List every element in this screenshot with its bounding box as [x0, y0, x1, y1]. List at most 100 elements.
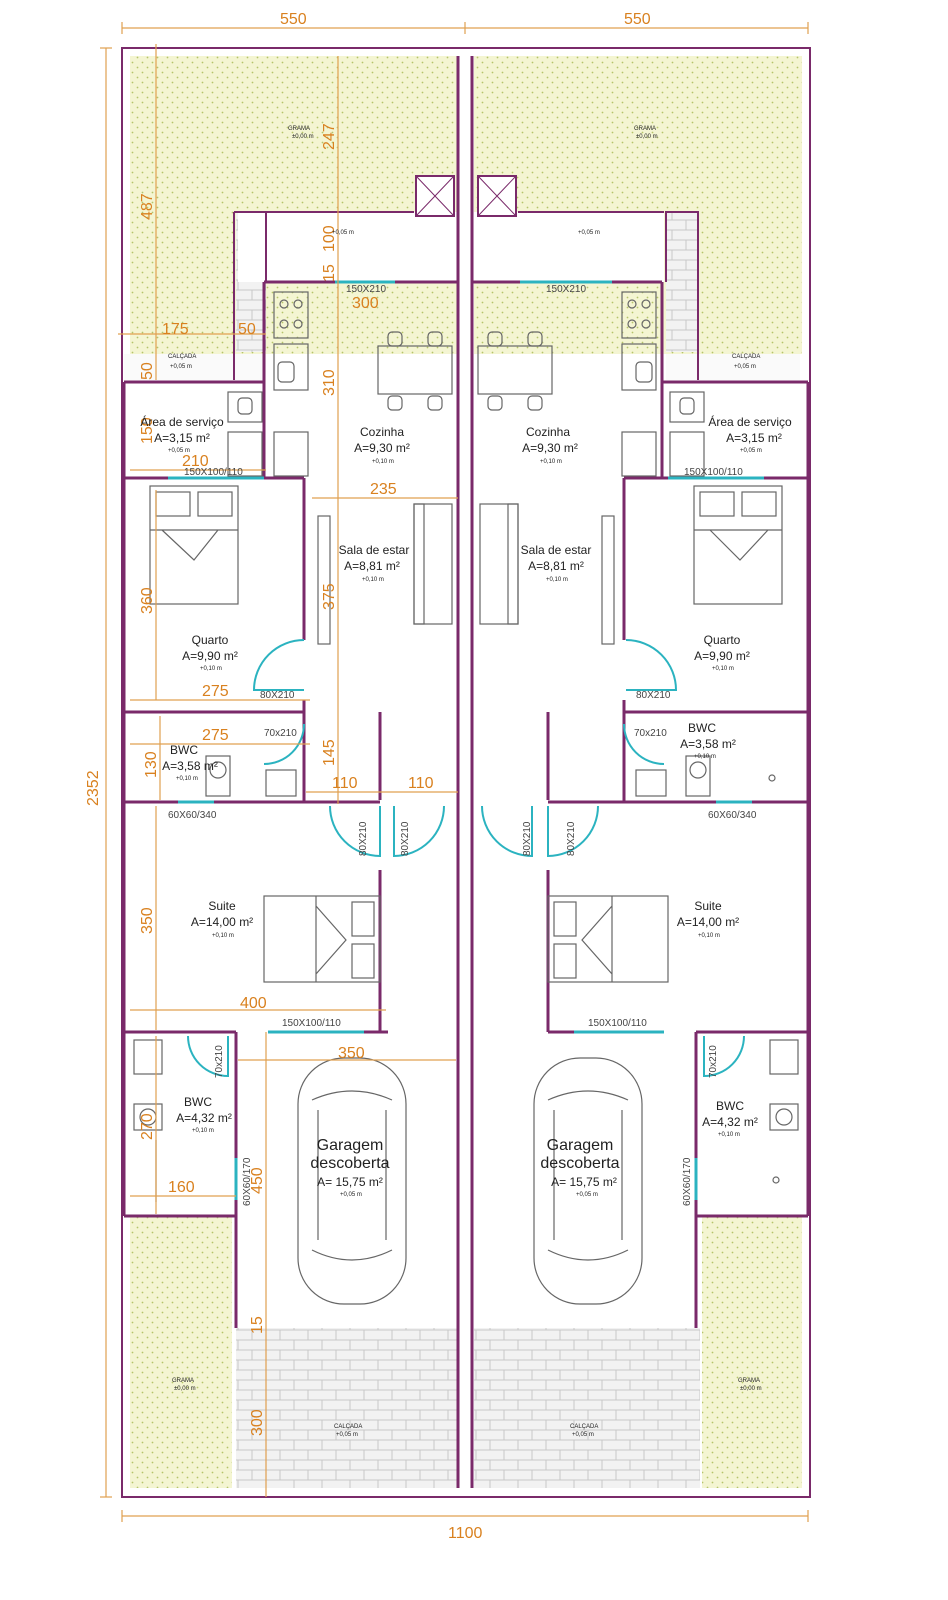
grama-br-level: ±0,00 m — [740, 1386, 762, 1392]
dim-235: 235 — [370, 481, 397, 498]
dimension-lines — [100, 22, 809, 1522]
opening-win-bwc2-r: 60X60/170 — [682, 1157, 693, 1206]
furniture-right — [477, 291, 799, 1305]
dim-150: 150 — [139, 417, 156, 444]
dim-275-b: 275 — [202, 727, 229, 744]
calcada-l-label: CALÇADA — [168, 354, 196, 360]
cozinha-l-area: A=9,30 m² — [354, 441, 410, 455]
garagem-r-name1: Garagem — [547, 1137, 614, 1154]
opening-door-quarto-l: 80X210 — [260, 690, 295, 701]
opening-win-suite-r: 150X100/110 — [588, 1018, 647, 1029]
doors — [187, 639, 745, 1078]
dim-bottom-total: 1100 — [448, 1525, 483, 1542]
bwc2-l-area: A=4,32 m² — [176, 1111, 232, 1125]
quarto-r-area: A=9,90 m² — [694, 649, 750, 663]
bwc2-r-level: +0,10 m — [718, 1132, 740, 1138]
bwc1-r-area: A=3,58 m² — [680, 737, 736, 751]
dim-487: 487 — [139, 193, 156, 220]
dim-350-a: 350 — [139, 907, 156, 934]
quarto-l-level: +0,10 m — [200, 666, 222, 672]
dim-100: 100 — [321, 225, 338, 252]
quarto-l-name: Quarto — [192, 633, 229, 647]
opening-door-quarto-r: 80X210 — [636, 690, 671, 701]
lot-outline — [121, 47, 811, 1498]
dim-275-a: 275 — [202, 683, 229, 700]
suite-r-name: Suite — [694, 899, 722, 913]
bwc2-l-name: BWC — [184, 1095, 212, 1109]
calcada-r-level: +0,05 m — [734, 364, 756, 370]
interior-floors — [238, 175, 664, 282]
bwc1-l-name: BWC — [170, 743, 198, 757]
garagem-r-level: +0,05 m — [576, 1192, 598, 1198]
opening-door-suite-r1: 80X210 — [522, 821, 533, 856]
calcada-bl-level: +0,05 m — [336, 1432, 358, 1438]
opening-win-bwc-r: 60X60/340 — [708, 810, 757, 821]
opening-door-suite-r2: 80X210 — [566, 821, 577, 856]
patio-r-level: +0,05 m — [578, 230, 600, 236]
patio-l-level: +0,05 m — [332, 230, 354, 236]
sala-l-area: A=8,81 m² — [344, 559, 400, 573]
sala-l-name: Sala de estar — [339, 543, 410, 557]
grama-tr-label: GRAMA — [634, 126, 656, 132]
quarto-r-name: Quarto — [704, 633, 741, 647]
calcada-br-level: +0,05 m — [572, 1432, 594, 1438]
bwc1-l-area: A=3,58 m² — [162, 759, 218, 773]
dim-50-b: 50 — [139, 362, 156, 380]
opening-door-suite-l1: 80X210 — [358, 821, 369, 856]
quarto-r-level: +0,10 m — [712, 666, 734, 672]
bwc1-r-name: BWC — [688, 721, 716, 735]
dim-15-top: 15 — [321, 264, 338, 282]
dim-top-right: 550 — [624, 11, 651, 28]
dim-300-bottom: 300 — [249, 1409, 266, 1436]
bwc2-r-name: BWC — [716, 1099, 744, 1113]
opening-door-bwc2-l: 70x210 — [214, 1045, 225, 1078]
dim-175: 175 — [162, 321, 189, 338]
sala-r-name: Sala de estar — [521, 543, 592, 557]
opening-back-door-r: 150X210 — [546, 284, 586, 295]
opening-back-door-l: 150X210 — [346, 284, 386, 295]
calcada-br-label: CALÇADA — [570, 1424, 598, 1430]
dim-360: 360 — [139, 587, 156, 614]
dim-210: 210 — [182, 453, 209, 470]
bwc1-r-level: +0,10 m — [694, 754, 716, 760]
opening-door-bwc2-r: 70x210 — [708, 1045, 719, 1078]
servico-l-level: +0,05 m — [168, 448, 190, 454]
dim-145: 145 — [321, 739, 338, 766]
garagem-l-name2: descoberta — [310, 1155, 389, 1172]
opening-door-bwc-l: 70x210 — [264, 728, 297, 739]
dim-110-a: 110 — [332, 775, 358, 792]
bwc2-r-area: A=4,32 m² — [702, 1115, 758, 1129]
garagem-l-level: +0,05 m — [340, 1192, 362, 1198]
furniture-left — [133, 291, 453, 1305]
dim-270: 270 — [139, 1113, 156, 1140]
suite-r-level: +0,10 m — [698, 933, 720, 939]
dim-350-b: 350 — [338, 1045, 365, 1062]
servico-l-name: Área de serviço — [140, 414, 224, 429]
grama-bl-label: GRAMA — [172, 1378, 194, 1384]
suite-l-level: +0,10 m — [212, 933, 234, 939]
dim-top-left: 550 — [280, 11, 307, 28]
garagem-r-area: A= 15,75 m² — [551, 1175, 617, 1189]
sala-l-level: +0,10 m — [362, 577, 384, 583]
suite-l-area: A=14,00 m² — [191, 915, 253, 929]
servico-r-name: Área de serviço — [708, 414, 792, 429]
dim-110-b: 110 — [408, 775, 434, 792]
opening-win-bwc-l: 60X60/340 — [168, 810, 217, 821]
dim-247: 247 — [321, 123, 338, 150]
dim-15-bottom: 15 — [249, 1316, 266, 1334]
dim-400: 400 — [240, 995, 267, 1012]
calcada-r-label: CALÇADA — [732, 354, 760, 360]
cozinha-r-area: A=9,30 m² — [522, 441, 578, 455]
garagem-l-name1: Garagem — [317, 1137, 384, 1154]
grama-br-label: GRAMA — [738, 1378, 760, 1384]
sala-r-level: +0,10 m — [546, 577, 568, 583]
opening-win-servico-l: 150X100/110 — [184, 467, 243, 478]
opening-door-suite-l2: 80X210 — [400, 821, 411, 856]
grama-bl-level: ±0,00 m — [174, 1386, 196, 1392]
dim-450: 450 — [249, 1167, 266, 1194]
dim-310: 310 — [321, 369, 338, 396]
cozinha-l-name: Cozinha — [360, 425, 404, 439]
quarto-l-area: A=9,90 m² — [182, 649, 238, 663]
bwc1-l-level: +0,10 m — [176, 776, 198, 782]
